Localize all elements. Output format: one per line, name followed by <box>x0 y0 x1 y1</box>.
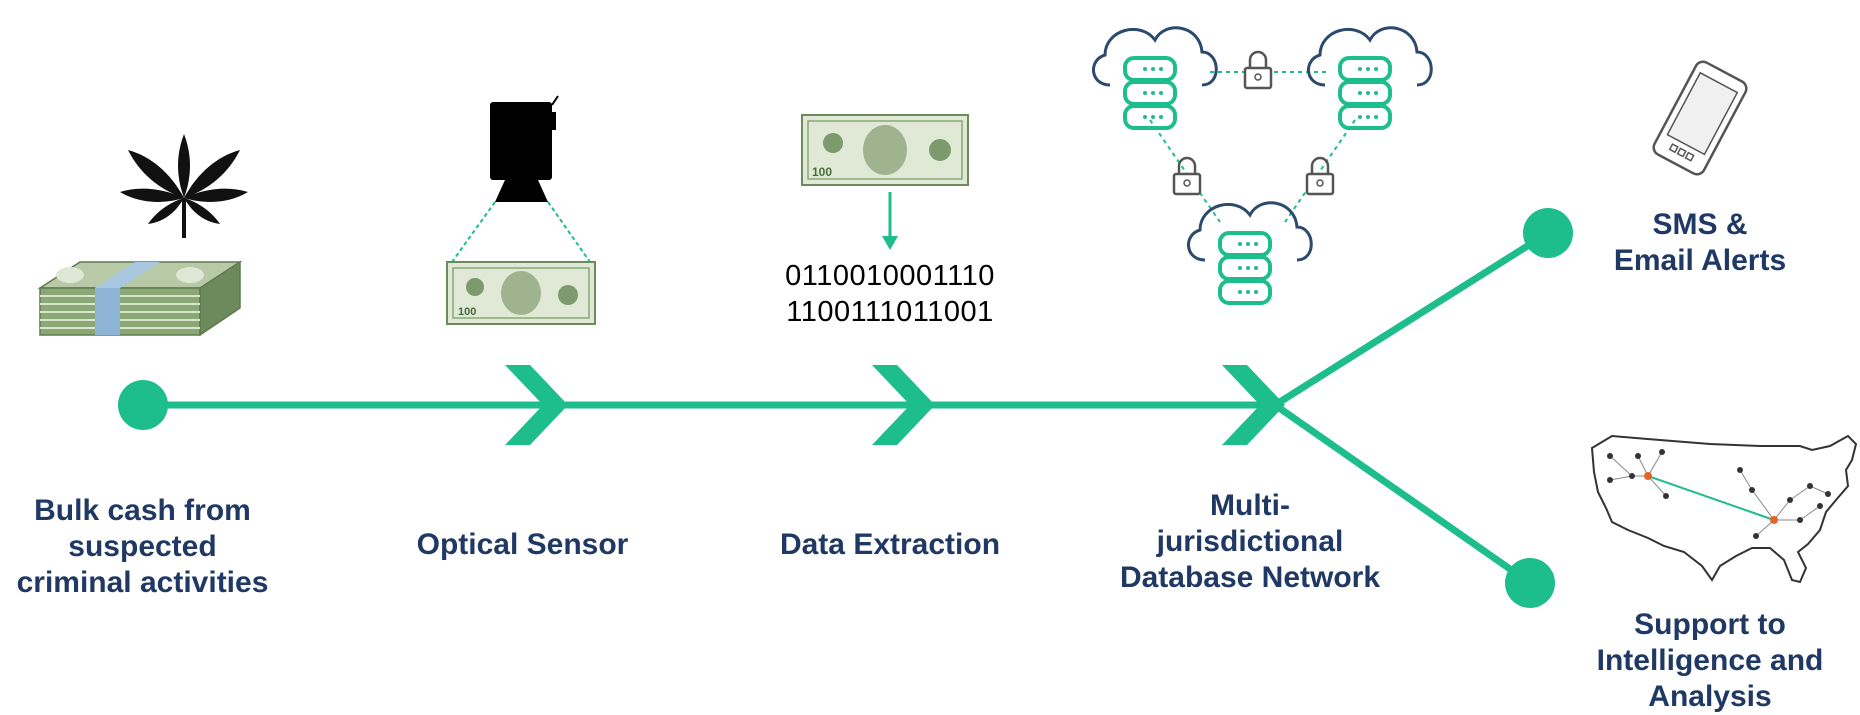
bulk-cash-label: Bulk cash from suspected criminal activi… <box>0 493 285 601</box>
banknote-icon: 100 <box>446 261 596 325</box>
cloud-database-icon <box>1187 201 1313 305</box>
intelligence-label-line: Support to <box>1634 608 1786 641</box>
chevron-arrow-3 <box>1222 365 1285 445</box>
banknote-icon: 100 <box>801 114 969 186</box>
alerts-node <box>1523 208 1573 258</box>
intelligence-label: Support to Intelligence and Analysis <box>1565 607 1855 715</box>
cash-bundle-icon <box>37 260 243 337</box>
extraction-arrow-head <box>882 236 898 250</box>
padlock-icon <box>1305 156 1335 196</box>
data-extraction-label: Data Extraction <box>779 528 1001 561</box>
branch-line-intelligence <box>1272 402 1533 586</box>
smartphone-icon <box>1652 60 1748 176</box>
start-node <box>118 380 168 430</box>
camera-beam-left <box>451 201 496 263</box>
alerts-label-line: SMS & <box>1652 208 1748 241</box>
camera-beam-right <box>547 201 591 263</box>
binary-line: 1100111011001 <box>786 296 994 328</box>
camera-icon <box>490 95 559 202</box>
cloud-links <box>1149 71 1356 223</box>
padlock-icon <box>1243 50 1273 90</box>
svg-text:100: 100 <box>812 165 832 179</box>
optical-sensor-label: Optical Sensor <box>416 528 629 561</box>
alerts-label: SMS & Email Alerts <box>1560 207 1840 279</box>
database-network-label-line: jurisdictional <box>1156 525 1344 558</box>
bulk-cash-label-line: Bulk cash from <box>34 494 251 527</box>
database-network-label: Multi- jurisdictional Database Network <box>1090 488 1410 596</box>
cloud-database-icon <box>1092 26 1218 130</box>
database-network-label-line: Database Network <box>1119 561 1381 594</box>
us-map-icon <box>1590 434 1858 584</box>
binary-line: 0110010001110 <box>785 260 995 292</box>
padlock-icon <box>1172 156 1202 196</box>
bulk-cash-label-line: criminal activities <box>16 566 269 599</box>
binary-output: 0110010001110 1100111011001 <box>745 258 1035 330</box>
chevron-arrow-2 <box>872 365 935 445</box>
alerts-label-line: Email Alerts <box>1613 244 1787 277</box>
bulk-cash-label-line: suspected <box>68 530 217 563</box>
intelligence-label-line: Analysis <box>1648 680 1772 713</box>
branch-line-alerts <box>1273 230 1550 408</box>
cannabis-leaf-icon <box>120 134 248 238</box>
database-network-label-line: Multi- <box>1210 489 1290 522</box>
intelligence-label-line: Intelligence and <box>1596 644 1824 677</box>
svg-text:100: 100 <box>458 306 476 318</box>
intelligence-node <box>1505 558 1555 608</box>
cloud-database-icon <box>1307 26 1433 130</box>
chevron-arrow-1 <box>505 365 568 445</box>
